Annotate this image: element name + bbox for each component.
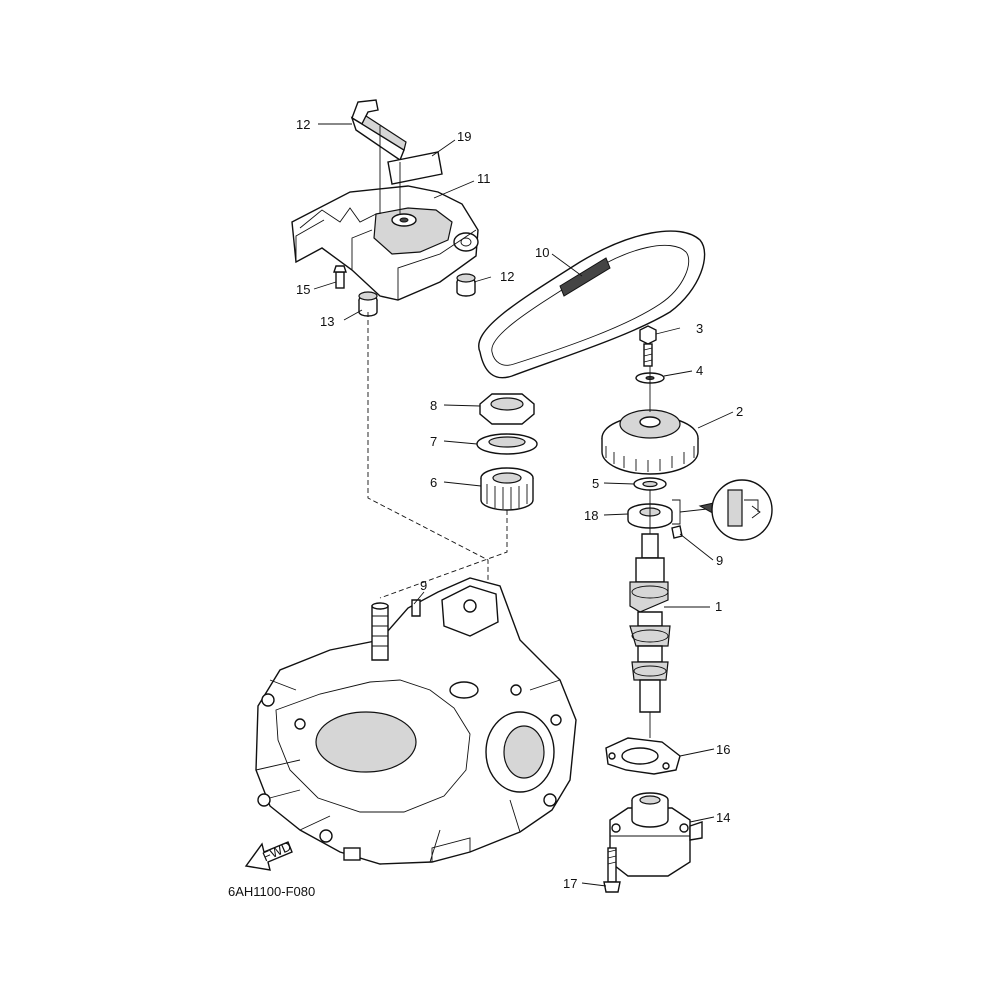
callout-leaders (313, 123, 734, 887)
callout-15: 14 (716, 810, 730, 825)
callout-14: 15 (296, 282, 310, 297)
cylinder-block (255, 577, 577, 865)
part-11-cover (291, 185, 479, 301)
part-5-seal (633, 477, 667, 491)
callout-10: 10 (535, 245, 549, 260)
diagram-code: 6AH1100-F080 (228, 884, 315, 899)
part-12-grommet-right (456, 273, 476, 297)
part-2-cam-gear (601, 409, 699, 475)
callout-16: 16 (716, 742, 730, 757)
part-6-pulley (480, 467, 534, 511)
part-14-bolt (333, 265, 347, 289)
part-8-nut (479, 393, 535, 425)
callout-9-left: 9 (420, 578, 427, 593)
callout-5: 5 (592, 476, 599, 491)
callout-8: 8 (430, 398, 437, 413)
fwd-arrow-icon: FWD (244, 838, 293, 871)
callout-11: 11 (477, 171, 491, 186)
part-15-oil-pump (609, 792, 703, 877)
callout-9-right: 9 (716, 553, 723, 568)
callout-7: 7 (430, 434, 437, 449)
part-3-bolt (639, 325, 657, 367)
part-7-plate (476, 433, 538, 455)
callout-6: 6 (430, 475, 437, 490)
callout-13: 12 (296, 117, 310, 132)
callout-12-right: 12 (500, 269, 514, 284)
part-19-label (387, 151, 443, 185)
part-10-timing-belt (478, 230, 706, 379)
callout-19: 19 (457, 129, 471, 144)
part-9-key (671, 525, 683, 539)
callout-4: 4 (696, 363, 703, 378)
callout-2: 2 (736, 404, 743, 419)
callout-3: 3 (696, 321, 703, 336)
part-16-gasket (605, 737, 681, 775)
part-1-camshaft (629, 533, 671, 713)
callout-12-left: 13 (320, 314, 334, 329)
part-17-bolt (603, 847, 621, 893)
part-12-grommet-left (358, 291, 378, 317)
seal-detail-inset (672, 479, 773, 541)
callout-18: 18 (584, 508, 598, 523)
callout-17: 17 (563, 876, 577, 891)
callout-1: 1 (715, 599, 722, 614)
fwd-label: FWD (260, 838, 293, 864)
part-13-bracket (350, 99, 407, 162)
